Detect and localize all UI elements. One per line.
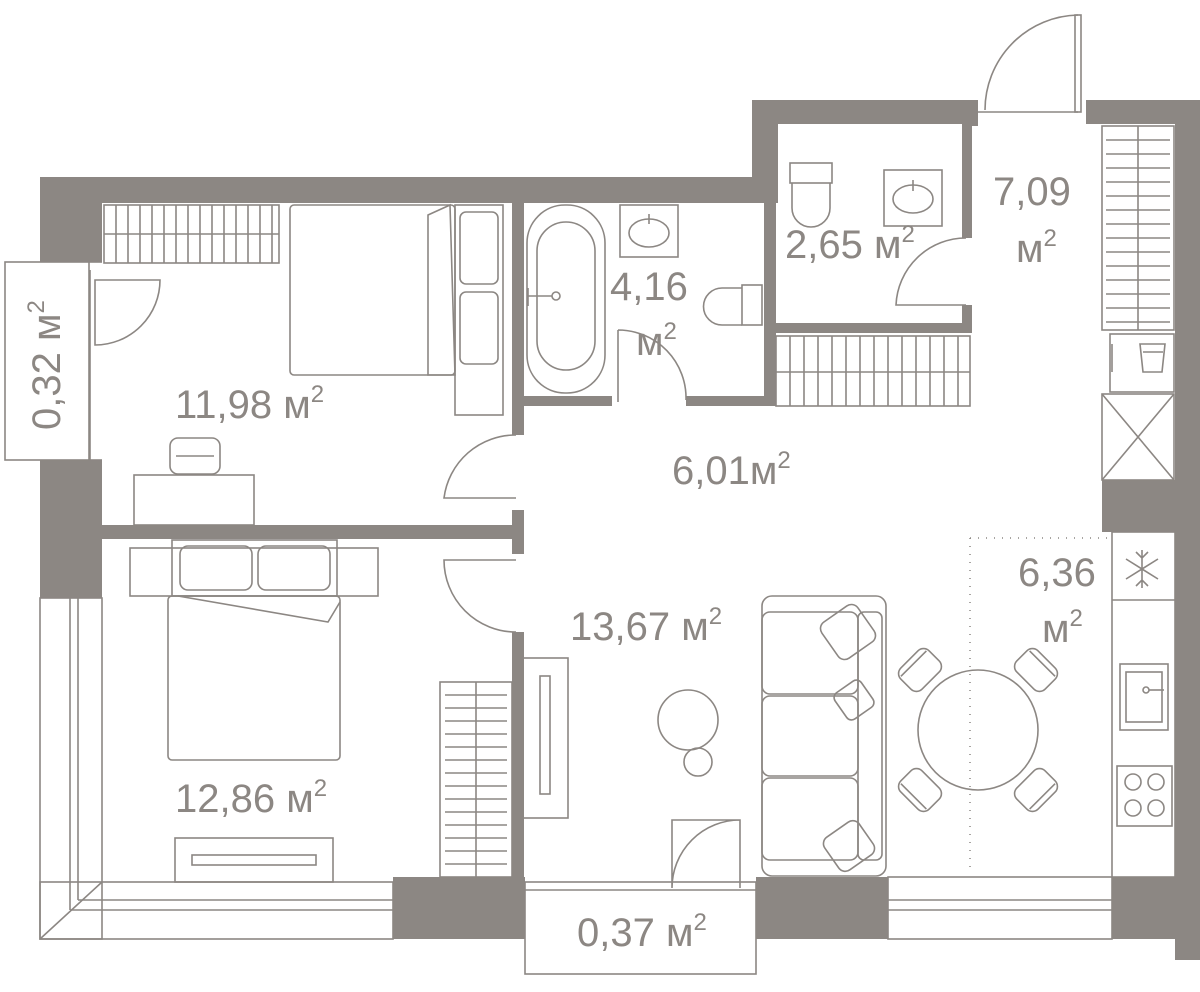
door-icon — [978, 14, 1082, 113]
wardrobe-icon — [103, 204, 280, 264]
wardrobe-icon — [1101, 125, 1175, 331]
appliance-icon — [1109, 333, 1175, 393]
table-icon — [917, 669, 1039, 791]
door-icon — [895, 237, 967, 306]
sink-icon — [883, 169, 943, 227]
entrance-area-label: 7,09 — [993, 170, 1071, 214]
balcony-west-area-label: 0,32 м2 — [23, 300, 69, 430]
bathtub-icon — [526, 204, 606, 394]
door-icon — [94, 279, 161, 346]
exterior-lines — [4, 261, 1113, 975]
bed-icon — [129, 539, 379, 761]
bedroom-2-area-label: 12,86 м2 — [175, 775, 327, 821]
bathroom-area-label: 4,16 — [610, 265, 688, 309]
toilet-icon — [702, 284, 763, 326]
balcony-south-area-label: 0,37 м2 — [577, 909, 707, 955]
balcony-south — [524, 881, 757, 975]
hall-area-label: 6,01м2 — [672, 447, 791, 493]
bedroom-1-area-label: 11,98 м2 — [175, 381, 324, 427]
sink-icon — [619, 204, 679, 258]
kitchen-unit-label: м2 — [1042, 605, 1083, 651]
door-icon — [443, 559, 517, 633]
table-icon — [133, 474, 255, 526]
room-labels: 11,98 м2 12,86 м2 4,16 м2 2,65 м2 7,09 м… — [23, 170, 1096, 955]
shaft-icon — [1101, 393, 1175, 481]
snowflake-icon — [1125, 550, 1159, 588]
walls — [40, 100, 1200, 960]
stove-icon — [1116, 765, 1173, 827]
door-icon — [617, 329, 687, 402]
wardrobe-icon — [439, 681, 513, 878]
kitchen-area-label: 6,36 — [1018, 551, 1096, 595]
kitchen-counter — [1111, 531, 1176, 878]
sofa-icon — [761, 595, 887, 877]
tv-stand — [521, 657, 569, 819]
chair-icon — [897, 647, 1059, 813]
table-icon — [657, 689, 719, 777]
table-icon — [174, 837, 334, 883]
toilet-icon — [789, 162, 833, 228]
door-icon — [671, 819, 741, 889]
entrance-unit-label: м2 — [1016, 225, 1057, 271]
chair-icon — [169, 437, 221, 475]
doors — [94, 14, 1082, 889]
living-area-label: 13,67 м2 — [570, 603, 722, 649]
furniture — [103, 125, 1176, 883]
wardrobe-icon — [775, 335, 971, 407]
door-icon — [443, 434, 517, 499]
bed-icon — [289, 203, 504, 416]
sink-icon — [1119, 663, 1169, 731]
wc-area-label: 2,65 м2 — [785, 221, 915, 267]
balcony-west — [4, 261, 90, 461]
bathroom-unit-label: м2 — [636, 318, 677, 364]
